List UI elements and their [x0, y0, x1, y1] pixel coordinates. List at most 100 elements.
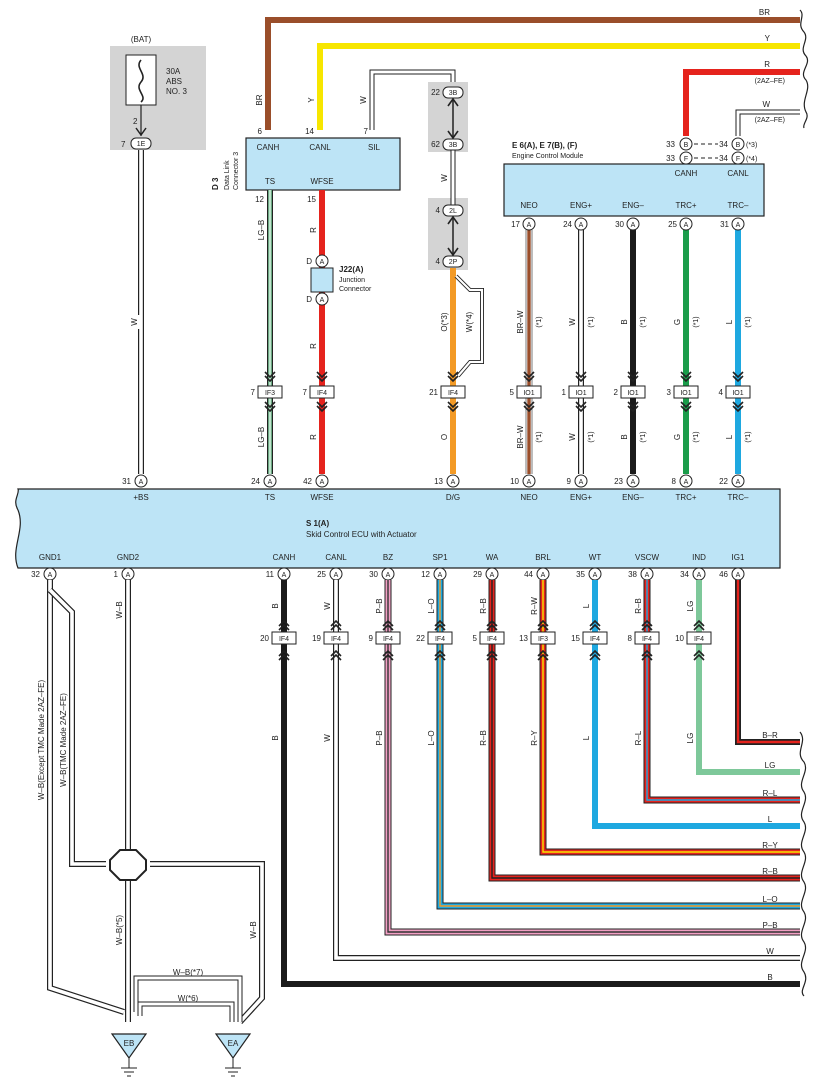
- ecu-bottom-pin-3-letter: A: [334, 572, 339, 579]
- j22-pin-bottom: [315, 292, 329, 306]
- wfse-wire: R R R: [309, 190, 325, 474]
- ecu-bottom-pin-2-letter: A: [282, 572, 287, 579]
- j22-name-2: Connector: [339, 286, 372, 293]
- ecu-bottom-terminal-10: IND: [692, 553, 706, 562]
- upper-if-2-conn: IF4: [448, 390, 458, 397]
- upper-if-0-pin: 7: [251, 388, 256, 397]
- dg-wire-label-o3: O(*3): [440, 312, 449, 331]
- chevron-down-icon: [316, 371, 328, 383]
- ecm-wire-note2-2: (*1): [640, 431, 647, 442]
- fuse-conn-label: 1E: [137, 141, 146, 148]
- ecu-top-terminal-5: ENG+: [570, 493, 592, 502]
- ecu-top-terminals: A31+BSA24TSA42WFSEA13D/GA10NEOA9ENG+A23E…: [122, 474, 749, 502]
- ecm-pin-3-letter: A: [684, 222, 689, 229]
- bus-label-2: P–B: [762, 921, 777, 930]
- ecu-bottom-pin-8-letter: A: [593, 572, 598, 579]
- bus-label-4: R–B: [762, 867, 778, 876]
- ecu-top-pin-7: [679, 474, 693, 488]
- bottom-if-0-conn: IF4: [279, 636, 289, 643]
- ecm-wire-note2-3: (*1): [693, 431, 700, 442]
- ecm-pin-2: [626, 217, 640, 231]
- ecu-bottom-terminal-11: IG1: [732, 553, 745, 562]
- bottom-if-8-pin: 10: [675, 634, 684, 643]
- ecu-top-pin-8: [731, 474, 745, 488]
- dg-wire-label-w: W: [440, 174, 449, 182]
- ecm-wire-label2-3: G: [673, 434, 682, 440]
- bottom-wire-label-7: R–B: [634, 598, 643, 614]
- ecu-top-pin-0-letter: A: [139, 479, 144, 486]
- bottom-wire-label-0: B: [271, 603, 280, 608]
- chevron-down-icon: [680, 371, 692, 383]
- svg-text:22: 22: [431, 88, 440, 97]
- ecu-top-pin-5-letter: A: [579, 479, 584, 486]
- bottom-wire-label2-7: R–L: [634, 730, 643, 745]
- bottom-wire-label2-3: L–O: [427, 730, 436, 745]
- ecm-io1-0: [516, 385, 542, 399]
- chevron-down-icon: [627, 401, 639, 413]
- upper-if-2-pin: 21: [429, 388, 438, 397]
- bottom-if-7-conn: IF4: [642, 636, 652, 643]
- ecu-bottom-pin-4-letter: A: [386, 572, 391, 579]
- bottom-wire-ig1-stripe: [736, 580, 800, 744]
- chevron-up-icon: [278, 619, 290, 631]
- ecm-pin-34f: [731, 151, 745, 165]
- ecu-bottom-terminal-1: GND2: [117, 553, 140, 562]
- fuse-pin-top: 2: [133, 117, 138, 126]
- bottom-if-7: [634, 631, 660, 645]
- chevron-up-icon: [537, 649, 549, 661]
- dlc3-id: D 3: [211, 177, 220, 190]
- ecu-top-pin-8-letter: A: [736, 479, 741, 486]
- dlc-w-label: W: [359, 96, 368, 104]
- svg-text:B: B: [736, 142, 741, 149]
- ecm-pin-num-2: 30: [615, 220, 624, 229]
- bottom-if-2-pin: 9: [369, 634, 374, 643]
- chevron-down-icon: [575, 401, 587, 413]
- ecu-bottom-pin-6-letter: A: [490, 572, 495, 579]
- upper-if-1-conn: IF4: [317, 390, 327, 397]
- bottom-if-6-pin: 15: [571, 634, 580, 643]
- ecm-wire-label-2: B: [620, 319, 629, 324]
- chevron-down-icon: [264, 401, 276, 413]
- svg-text:33: 33: [666, 154, 675, 163]
- bottom-if-4-pin: 5: [473, 634, 478, 643]
- bottom-wire-7-edge: [643, 580, 800, 804]
- ts-wire: LG–B LG–B: [257, 190, 273, 474]
- bottom-wire-label-3: L–O: [427, 598, 436, 613]
- dlc3-pin-canl: 14: [305, 127, 314, 136]
- ecm-id: E 6(A), E 7(B), (F): [512, 141, 578, 150]
- ecu-bottom-terminals: GND1A32GND2A1CANHA11CANLA25BZA30SP1A12WA…: [31, 553, 745, 581]
- ecm-box: [503, 163, 765, 217]
- ecu-box: [15, 488, 781, 569]
- svg-text:34: 34: [719, 140, 728, 149]
- j22-box: [310, 267, 334, 293]
- bus-label-3: L–O: [762, 895, 777, 904]
- bottom-wire-ig1: [735, 580, 800, 745]
- bottom-wire-label-6: L: [582, 603, 591, 608]
- ecm-pin-1-letter: A: [579, 222, 584, 229]
- bat-wire: W: [130, 150, 144, 474]
- svg-text:A: A: [320, 297, 325, 304]
- dg-wire-label-w4: W(*4): [465, 311, 474, 332]
- ecu-bottom-terminal-2: CANH: [273, 553, 296, 562]
- bottom-if-5-conn: IF3: [538, 636, 548, 643]
- bus-label-9: B–R: [762, 731, 778, 740]
- fuse-name-2: NO. 3: [166, 87, 187, 96]
- bottom-wire-5-edge: [539, 580, 800, 856]
- svg-text:F: F: [736, 156, 740, 163]
- bottom-wire-7: [644, 580, 800, 803]
- j22-id: J22(A): [339, 265, 364, 274]
- bottom-wire-0: [281, 580, 800, 987]
- ecm-io1-3-pin: 3: [667, 388, 672, 397]
- ecm-pin-3: [679, 217, 693, 231]
- ecu-top-pin-num-2: 42: [303, 477, 312, 486]
- ts-wire-label: LG–B: [257, 220, 266, 240]
- svg-text:62: 62: [431, 140, 440, 149]
- bottom-if-8-conn: IF4: [694, 636, 704, 643]
- dlc3-pin-wfse: 15: [307, 195, 316, 204]
- bottom-if-8: [686, 631, 712, 645]
- ecu-top-pin-num-4: 10: [510, 477, 519, 486]
- svg-text:(*3): (*3): [746, 142, 757, 149]
- junction-j22: A D A D J22(A) Junction Connector: [306, 254, 372, 306]
- ecm-io1-1-pin: 1: [562, 388, 567, 397]
